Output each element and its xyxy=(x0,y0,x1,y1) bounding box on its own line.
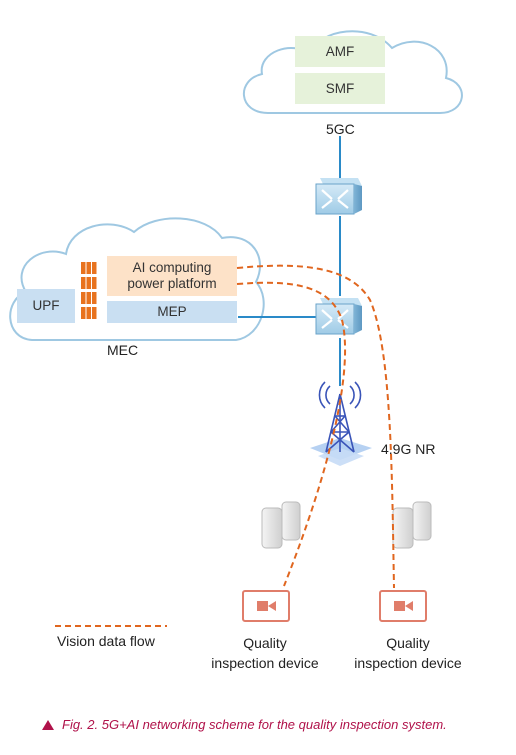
mep-label: MEP xyxy=(157,304,187,320)
smf-box xyxy=(295,73,385,104)
camera-monitor-icon-right xyxy=(379,590,427,622)
device-label-right: Quality inspection device xyxy=(354,635,462,671)
ai-platform-box xyxy=(107,256,237,296)
amf-box xyxy=(295,36,385,67)
network-links xyxy=(238,136,341,386)
amf-label: AMF xyxy=(325,43,355,59)
upf-box xyxy=(17,289,75,323)
cpe-router-icon-left xyxy=(261,501,301,549)
device-label-left: Quality inspection device xyxy=(211,635,319,671)
mec-label: MEC xyxy=(107,342,139,358)
compute-cluster-icon xyxy=(81,262,97,319)
ai-platform-label: AI computing power platform xyxy=(127,260,217,291)
radio-label: 4.9G NR xyxy=(381,441,436,457)
caption-text: Fig. 2. 5G+AI networking scheme for the … xyxy=(62,717,447,732)
core-switch-icon xyxy=(315,178,362,215)
upf-label: UPF xyxy=(32,298,60,314)
mep-box xyxy=(107,301,237,323)
mec-cloud xyxy=(9,217,265,341)
edge-switch-icon xyxy=(315,298,362,335)
smf-label: SMF xyxy=(325,80,355,96)
core-cloud xyxy=(243,30,463,114)
core-label: 5GC xyxy=(326,121,355,137)
legend-flow-label: Vision data flow xyxy=(57,633,155,649)
vision-data-flows xyxy=(236,264,395,589)
camera-monitor-icon-left xyxy=(242,590,290,622)
cpe-router-icon-right xyxy=(392,501,432,549)
caption-triangle-icon xyxy=(42,720,54,730)
figure-caption: Fig. 2. 5G+AI networking scheme for the … xyxy=(42,717,447,732)
